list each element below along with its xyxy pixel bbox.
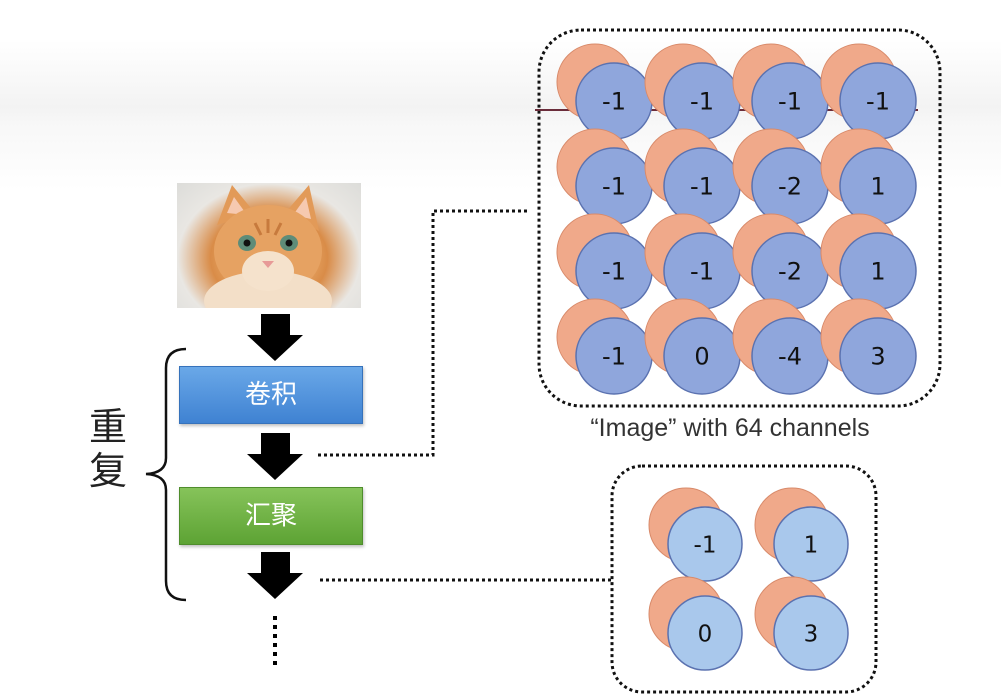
value-label: 3 <box>804 621 819 647</box>
conv-connector-line <box>318 209 528 457</box>
value-label: 1 <box>870 258 885 286</box>
repeat-label: 重复 <box>88 405 127 493</box>
value-label: -2 <box>778 258 802 286</box>
value-label: -1 <box>602 343 626 371</box>
conv-step-label: 卷积 <box>244 380 297 410</box>
value-label: -1 <box>602 258 626 286</box>
pool-step-label: 汇聚 <box>244 501 297 531</box>
value-label: -1 <box>602 88 626 116</box>
value-label: -1 <box>866 88 890 116</box>
value-label: -1 <box>602 173 626 201</box>
arrow-down-icon <box>247 314 303 361</box>
value-label: 0 <box>698 621 713 647</box>
value-label: -1 <box>694 532 717 558</box>
pool-output-frame <box>610 464 878 694</box>
value-circle <box>667 506 743 582</box>
value-label: -1 <box>690 88 714 116</box>
value-circle <box>667 595 743 671</box>
value-label: 1 <box>870 173 885 201</box>
conv-output-grid: -1 -1 -1 -1 -1 -1 -2 1 -1 -1 -2 1 -1 0 -4 3 <box>556 43 917 395</box>
value-label: 3 <box>870 343 885 371</box>
value-label: -1 <box>778 88 802 116</box>
repeat-brace <box>145 347 187 602</box>
value-label: 1 <box>804 532 819 558</box>
value-label: 0 <box>694 343 709 371</box>
arrow-down-icon <box>247 552 303 599</box>
pool-output-grid: -1 1 0 3 <box>648 487 849 671</box>
pool-step-box: 汇聚 <box>179 487 363 545</box>
conv-output-frame <box>537 28 942 408</box>
value-label: -1 <box>690 173 714 201</box>
conv-step-box: 卷积 <box>179 366 363 424</box>
value-label: -2 <box>778 173 802 201</box>
value-circle <box>773 595 849 671</box>
value-label: -1 <box>690 258 714 286</box>
value-circle <box>773 506 849 582</box>
value-circle <box>839 317 917 395</box>
value-label: -4 <box>778 343 802 371</box>
conv-output-caption: “Image” with 64 channels <box>590 414 870 442</box>
arrow-down-icon <box>247 433 303 480</box>
